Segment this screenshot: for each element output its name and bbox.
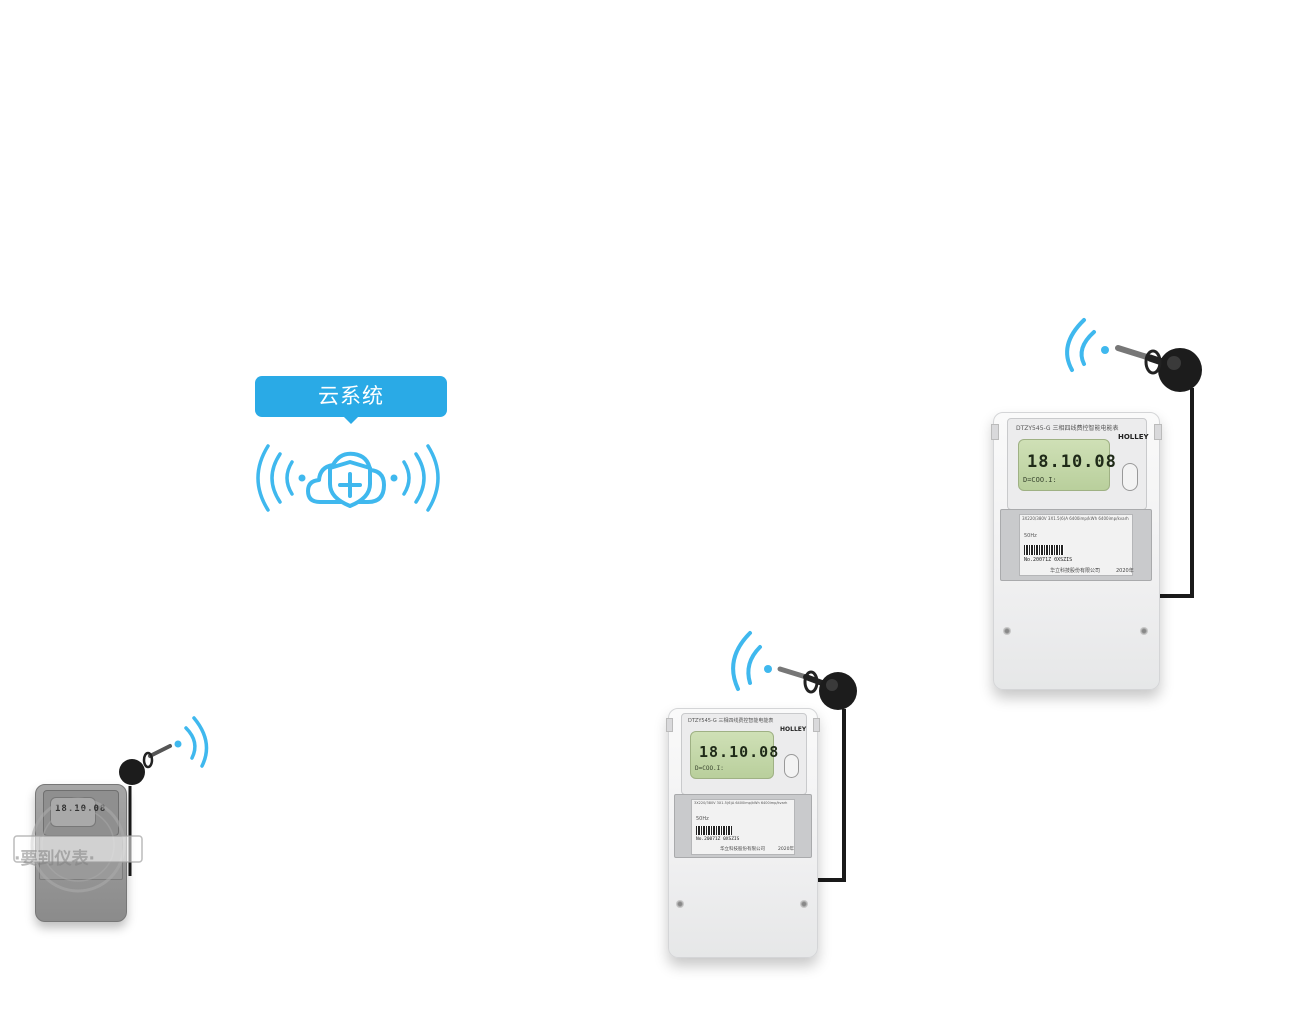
antenna-small <box>119 716 209 876</box>
meter-frequency: 50Hz <box>1024 533 1037 539</box>
meter-rated-text: 3X220/380V 3X1.5(6)A 6400imp/kWh 6400imp… <box>694 801 788 805</box>
antenna-medium <box>731 631 857 882</box>
meter-year: 2020年 <box>1116 568 1134 574</box>
meter-hook-left <box>666 718 673 732</box>
meter-frequency: 50Hz <box>696 816 709 822</box>
meter-brand-logo: HOLLEY <box>780 726 807 733</box>
meter-nameplate-panel: 3X220/380V 3X1.5(6)A 6400imp/kWh 6400imp… <box>674 794 812 858</box>
meter-brand-logo: HOLLEY <box>1118 433 1149 441</box>
meter-nameplate-panel: 3X220/380V 3X1.5(6)A 6400imp/kWh 6400imp… <box>1000 509 1152 581</box>
meter-hook-right <box>813 718 820 732</box>
meter-barcode <box>696 826 732 835</box>
meter-display-face: DTZY545-G 三相四线费控智能电能表 HOLLEY 18.10.08 D=… <box>681 713 807 795</box>
meter-maker: 华立科技股份有限公司 <box>720 847 765 852</box>
meter-serial: No.20071Z 0XSZIS <box>696 837 740 842</box>
meter-lcd-reading: 18.10.08 <box>1027 452 1117 472</box>
meter-hook-right <box>1154 424 1162 440</box>
meter-display-face: DTZY545-G 三相四线费控智能电能表 HOLLEY 18.10.08 D=… <box>1007 418 1149 510</box>
meter-rated-text: 3X220/380V 3X1.5(6)A 6400imp/kWh 6400imp… <box>1022 516 1129 521</box>
meter-page-button[interactable] <box>1122 463 1138 491</box>
meter-maker: 华立科技股份有限公司 <box>1050 568 1101 574</box>
meter-screw-left <box>1003 627 1011 635</box>
meter-serial: No.20071Z 0XSZIS <box>1024 557 1073 563</box>
smart-meter-medium: DTZY545-G 三相四线费控智能电能表 HOLLEY 18.10.08 D=… <box>666 708 820 958</box>
meter-screw-left <box>676 900 684 908</box>
meter-lcd-status: D=COO.I: <box>1023 476 1057 484</box>
meter-model-label: DTZY545-G 三相四线费控智能电能表 <box>688 718 774 724</box>
meter-year: 2020年 <box>778 847 794 852</box>
meter-model-label: DTZY545-G 三相四线费控智能电能表 <box>1016 425 1119 432</box>
cloud-system-label: 云系统 <box>255 376 447 424</box>
meter-lcd: 18.10.08 D=COO.I: <box>1018 439 1116 491</box>
cloud-signal-icon <box>256 444 440 512</box>
watermark-seal <box>13 797 143 893</box>
meter-screw-right <box>800 900 808 908</box>
smart-meter-large: DTZY545-G 三相四线费控智能电能表 HOLLEY 18.10.08 D=… <box>991 412 1162 690</box>
antenna-large <box>1065 318 1202 598</box>
meter-screw-right <box>1140 627 1148 635</box>
watermark-text: ·要到仪表· <box>14 849 95 869</box>
meter-barcode <box>1024 545 1064 555</box>
meter-hook-left <box>991 424 999 440</box>
meter-page-button[interactable] <box>784 754 799 778</box>
meter-lcd: 18.10.08 D=COO.I: <box>690 731 778 779</box>
meter-nameplate: 3X220/380V 3X1.5(6)A 6400imp/kWh 6400imp… <box>691 799 795 855</box>
meter-lcd-status: D=COO.I: <box>695 765 724 772</box>
meter-lcd-reading: 18.10.08 <box>699 743 780 761</box>
meter-nameplate: 3X220/380V 3X1.5(6)A 6400imp/kWh 6400imp… <box>1019 514 1134 576</box>
